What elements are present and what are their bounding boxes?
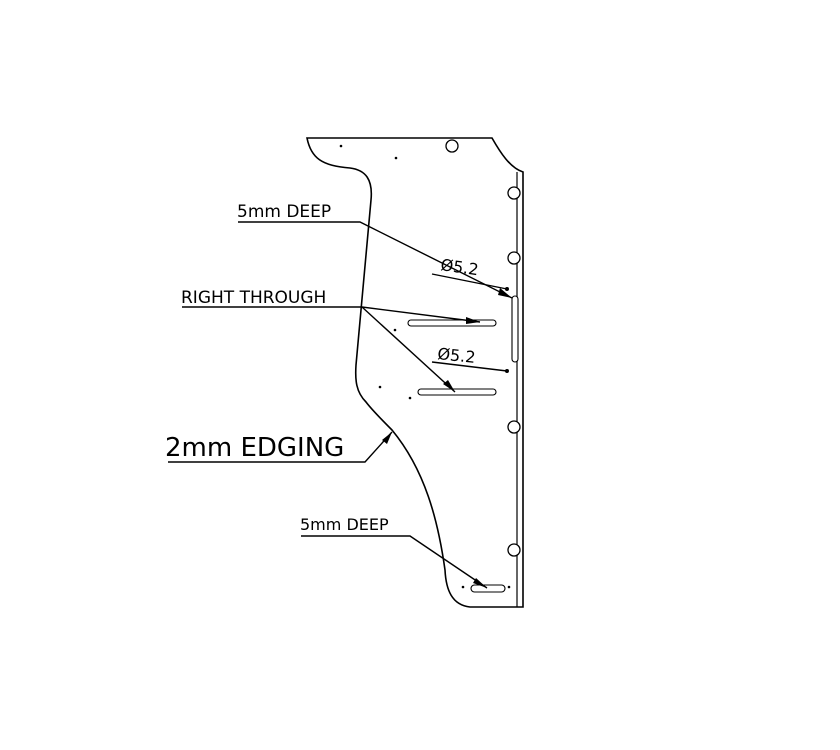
pilot-dot xyxy=(507,585,511,589)
leader-end-dot xyxy=(505,287,509,291)
pilot-dot xyxy=(339,144,343,148)
pilot-dot xyxy=(393,328,397,332)
arrowhead xyxy=(466,317,480,324)
arrowhead xyxy=(498,288,512,298)
label-right-through: RIGHT THROUGH xyxy=(181,288,326,308)
mounting-hole xyxy=(507,420,521,434)
mounting-hole xyxy=(507,251,521,265)
pilot-dot xyxy=(461,585,465,589)
slot-lower xyxy=(417,388,497,396)
arrowhead xyxy=(443,380,455,392)
mounting-hole xyxy=(507,186,521,200)
slot-upper xyxy=(407,319,497,327)
leader-edging xyxy=(168,431,393,463)
mounting-hole xyxy=(507,543,521,557)
label-dia-upper: Ø5.2 xyxy=(439,255,479,279)
pilot-dot xyxy=(394,156,398,160)
mounting-hole xyxy=(445,139,459,153)
label-edging: 2mm EDGING xyxy=(165,433,344,463)
arrowhead xyxy=(382,432,392,444)
label-deep-bottom: 5mm DEEP xyxy=(300,515,389,534)
leader-deep-top xyxy=(238,221,513,299)
leader-right-through-branch xyxy=(361,306,456,393)
leader-deep-bottom xyxy=(301,535,488,589)
leader-dia-lower xyxy=(431,361,508,372)
arrowhead xyxy=(473,578,487,588)
pilot-dot xyxy=(408,396,412,400)
leader-end-dot xyxy=(505,369,509,373)
vertical-slot xyxy=(511,295,519,363)
slot-bottom xyxy=(470,584,506,593)
leader-dia-upper xyxy=(431,273,508,290)
pilot-dot xyxy=(378,385,382,389)
label-dia-lower: Ø5.2 xyxy=(437,344,477,367)
part-outline xyxy=(306,137,524,608)
label-deep-top: 5mm DEEP xyxy=(237,202,331,222)
